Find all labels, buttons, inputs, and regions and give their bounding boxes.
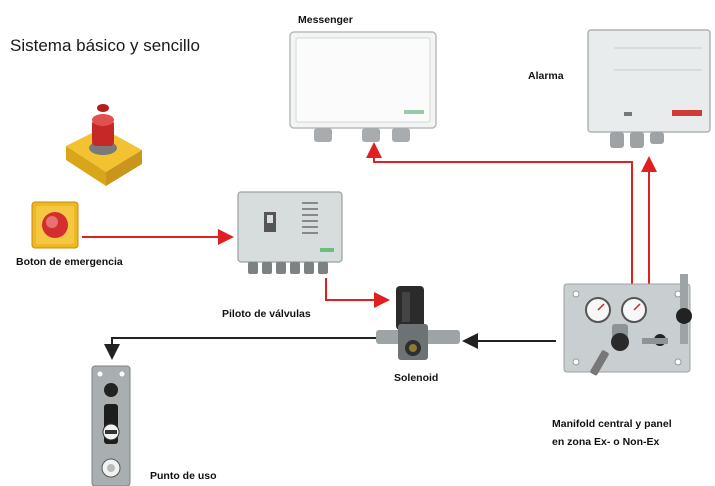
page-title: Sistema básico y sencillo	[10, 36, 200, 55]
manifold-label-line2: en zona Ex- o Non-Ex	[552, 436, 660, 448]
piloto-label: Piloto de válvulas	[222, 308, 311, 320]
boton-label: Boton de emergencia	[16, 256, 123, 268]
alarma-label: Alarma	[528, 70, 564, 82]
solenoid-to-punto-line	[104, 337, 382, 360]
emergency-button-icon	[31, 201, 79, 249]
solenoid-label: Solenoid	[394, 372, 439, 384]
punto-de-uso-device	[91, 365, 131, 486]
messenger-device	[289, 31, 437, 142]
manifold-device	[563, 274, 692, 376]
piloto-to-solenoid-line	[325, 278, 390, 308]
emergency-stop-box	[66, 104, 142, 186]
solenoid-device	[376, 286, 460, 360]
messenger-label: Messenger	[298, 14, 353, 26]
manifold-label-line1: Manifold central y panel	[552, 418, 672, 430]
punto-label: Punto de uso	[150, 470, 217, 482]
piloto-valvulas-device	[237, 191, 343, 274]
alarma-device	[587, 29, 711, 148]
manifold-to-messenger-line	[366, 142, 633, 290]
